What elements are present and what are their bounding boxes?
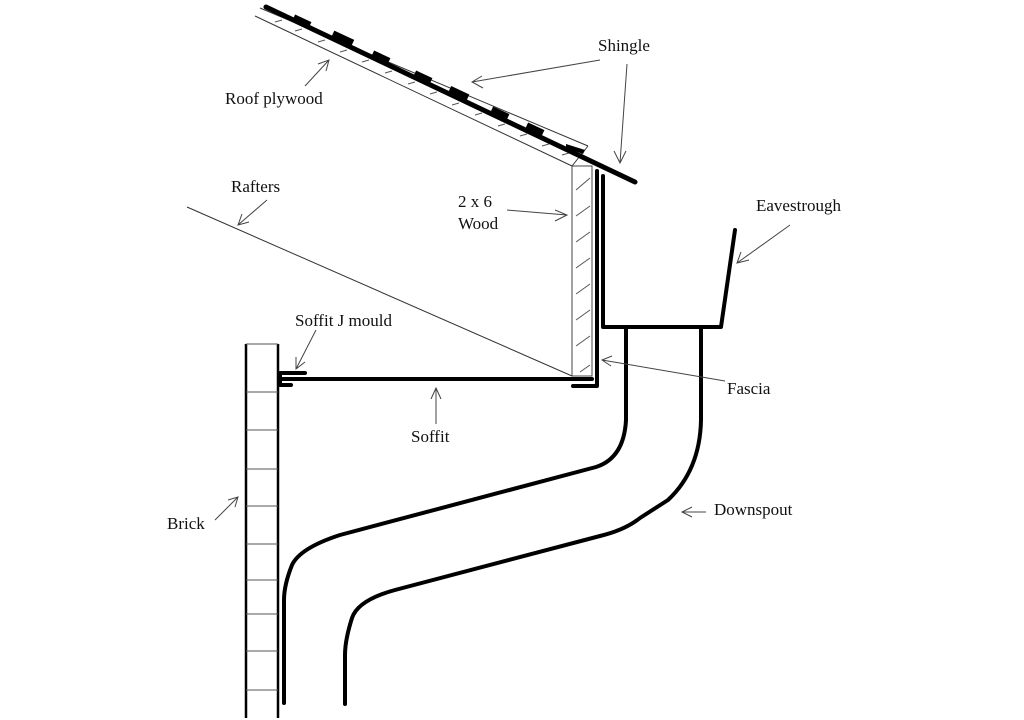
label-wood-size: 2 x 6	[458, 192, 492, 211]
label-rafters: Rafters	[231, 177, 280, 196]
brick-wall	[244, 343, 280, 718]
label-shingle: Shingle	[598, 36, 650, 55]
rafter-line	[186, 206, 573, 377]
two-by-six-wood	[571, 165, 593, 377]
label-roof-plywood: Roof plywood	[225, 89, 323, 108]
label-soffit: Soffit	[411, 427, 450, 446]
label-soffit-j-mould: Soffit J mould	[295, 311, 392, 330]
fascia	[571, 169, 599, 388]
label-brick: Brick	[167, 514, 205, 533]
label-arrows	[214, 59, 791, 521]
soffit-j-mould	[278, 371, 307, 387]
roof-plywood	[254, 7, 589, 167]
label-wood: Wood	[458, 214, 499, 233]
label-fascia: Fascia	[727, 379, 771, 398]
eavestrough	[601, 174, 737, 329]
label-eavestrough: Eavestrough	[756, 196, 841, 215]
label-downspout: Downspout	[714, 500, 793, 519]
shingles	[263, 4, 638, 185]
downspout	[282, 325, 703, 706]
